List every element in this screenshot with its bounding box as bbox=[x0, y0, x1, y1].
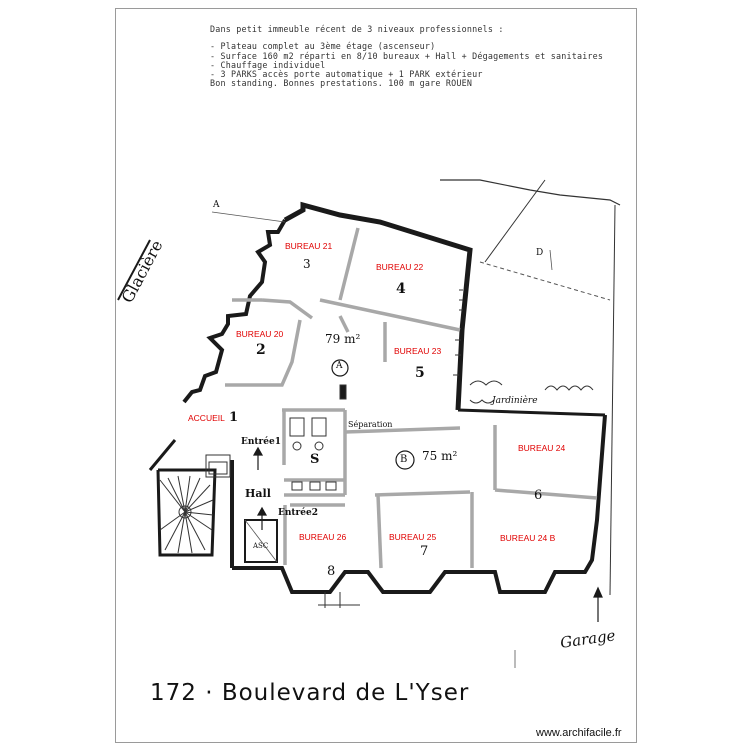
hall-label: Hall bbox=[245, 487, 271, 500]
entrance-2-label: Entrée2 bbox=[278, 508, 319, 518]
room-label-bureau-24: BUREAU 24 bbox=[518, 443, 566, 453]
room-number-8: 8 bbox=[327, 564, 336, 579]
sanitary-label: S bbox=[310, 452, 320, 467]
room-label-bureau-22: BUREAU 22 bbox=[376, 262, 424, 272]
street-edge bbox=[117, 239, 151, 301]
area-a-label: 79 m² bbox=[325, 332, 361, 346]
wall-left-mid bbox=[148, 439, 177, 471]
watermark: www.archifacile.fr bbox=[536, 727, 622, 739]
zone-a-circle bbox=[331, 359, 349, 377]
description-line: - Chauffage individuel bbox=[210, 59, 326, 70]
cut-line-d bbox=[549, 249, 553, 271]
stair-wall bbox=[156, 468, 217, 557]
elevator-cross bbox=[244, 519, 278, 563]
staircase bbox=[159, 475, 214, 554]
street-address: 172 · Boulevard de L'Yser bbox=[150, 680, 470, 706]
room-label-bureau-21: BUREAU 21 bbox=[285, 241, 333, 251]
entry-arrows bbox=[252, 446, 603, 622]
jardiniere-shrubs bbox=[469, 380, 594, 404]
property-line bbox=[609, 204, 616, 596]
entrance-1-label: Entrée1 bbox=[241, 437, 282, 447]
room-label-bureau-26: BUREAU 26 bbox=[299, 532, 347, 542]
zone-a-letter: A bbox=[336, 361, 343, 371]
room-number-2: 2 bbox=[256, 342, 266, 358]
separation-label: Séparation bbox=[348, 420, 393, 429]
neighbour-diagonal bbox=[484, 179, 546, 263]
exterior-wall-top bbox=[283, 201, 473, 411]
room-number-5: 5 bbox=[415, 365, 425, 381]
neighbour-building-wall bbox=[440, 179, 621, 206]
room-number-4: 4 bbox=[396, 281, 406, 297]
exterior-wall-left-zigzag bbox=[182, 218, 287, 404]
description-line: Dans petit immeuble récent de 3 niveaux … bbox=[210, 24, 504, 34]
elevator-label: ASC bbox=[253, 542, 269, 550]
zone-b-letter: B bbox=[400, 454, 408, 465]
room-label-accueil: ACCUEIL bbox=[188, 413, 225, 423]
partition-walls bbox=[225, 227, 598, 569]
description-line: - Plateau complet au 3ème étage (ascense… bbox=[210, 41, 436, 52]
description-notes: Dans petit immeuble récent de 3 niveaux … bbox=[210, 24, 630, 89]
room-label-bureau-20: BUREAU 20 bbox=[236, 329, 284, 339]
drawing-frame bbox=[115, 8, 637, 743]
window-frames bbox=[205, 289, 463, 608]
description-line: - 3 PARKS accès porte automatique + 1 PA… bbox=[210, 69, 483, 80]
area-b-label: 75 m² bbox=[422, 449, 458, 463]
jardiniere-label: Jardinière bbox=[492, 396, 538, 406]
cut-marker-a: A bbox=[213, 200, 220, 210]
room-number-1: 1 bbox=[229, 410, 239, 425]
description-line: Bon standing. Bonnes prestations. 100 m … bbox=[210, 78, 473, 89]
room-number-6: 6 bbox=[534, 488, 543, 503]
room-label-bureau-24b: BUREAU 24 B bbox=[500, 533, 556, 543]
description-line: - Surface 160 m2 réparti en 8/10 bureaux… bbox=[210, 50, 604, 61]
zone-b-circle bbox=[395, 450, 415, 470]
exterior-wall-bottom bbox=[232, 414, 607, 594]
room-label-bureau-25: BUREAU 25 bbox=[389, 532, 437, 542]
room-label-bureau-23: BUREAU 23 bbox=[394, 346, 442, 356]
room-number-3: 3 bbox=[303, 257, 311, 271]
wall-b24-top bbox=[457, 408, 606, 417]
room-number-7: 7 bbox=[420, 544, 429, 559]
elevator-shaft bbox=[244, 519, 278, 563]
neighbour-diagonal bbox=[479, 261, 611, 301]
cut-marker-d: D bbox=[536, 248, 544, 258]
cut-line-a bbox=[211, 211, 286, 223]
